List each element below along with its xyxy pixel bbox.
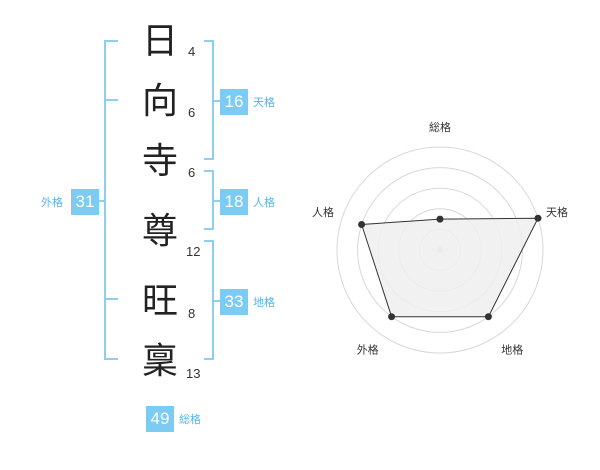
stroke-count: 6: [188, 165, 196, 180]
chikaku-value: 33: [220, 289, 248, 315]
name-char: 日: [141, 21, 178, 62]
tenkaku-label: 天格: [253, 96, 275, 109]
jinkaku-value: 18: [220, 189, 248, 215]
gaikaku-label: 外格: [41, 196, 63, 209]
bracket-tick: [104, 40, 118, 42]
radar-axis-label: 地格: [501, 343, 523, 357]
gaikaku-value: 31: [71, 189, 99, 215]
radar-grid-ring: [336, 146, 544, 354]
bracket-tick: [104, 298, 118, 300]
tenkaku-value: 16: [220, 89, 248, 115]
bracket-tick: [204, 40, 214, 42]
chikaku-label: 地格: [253, 296, 275, 309]
bracket-tick: [104, 358, 118, 360]
bracket-tick: [204, 158, 214, 160]
bracket-tick: [204, 170, 214, 172]
bracket-connector: [212, 300, 222, 302]
radar-points: [358, 214, 542, 321]
soukaku-label: 総格: [179, 413, 201, 426]
bracket-tick: [104, 99, 118, 101]
radar-axis-label: 外格: [357, 343, 379, 357]
stroke-count: 4: [188, 44, 196, 59]
radar-point-3: [388, 313, 396, 321]
bracket-tick: [204, 358, 214, 360]
bracket-tick: [204, 240, 214, 242]
radar-point-2: [484, 313, 492, 321]
soukaku-value: 49: [146, 406, 174, 432]
stroke-count: 6: [188, 105, 196, 120]
radar-axis-label: 総格: [429, 120, 451, 134]
name-char: 尊: [141, 211, 178, 252]
name-char: 向: [141, 81, 178, 122]
stroke-count: 13: [186, 366, 201, 381]
name-char: 旺: [141, 281, 178, 322]
bracket-connector: [98, 200, 106, 202]
name-char: 寺: [141, 141, 178, 182]
stroke-count: 12: [186, 244, 201, 259]
radar-point-0: [436, 215, 444, 223]
jinkaku-label: 人格: [253, 196, 275, 209]
radar-axis-label: 天格: [546, 205, 568, 219]
bracket-tick: [204, 228, 214, 230]
radar-point-4: [358, 221, 366, 228]
bracket-connector: [212, 100, 222, 102]
radar-polygon: [360, 217, 539, 318]
name-char: 稟: [141, 341, 178, 382]
stroke-count: 8: [188, 306, 196, 321]
radar-point-1: [534, 214, 542, 222]
bracket-connector: [212, 200, 222, 202]
radar-axis-label: 人格: [312, 205, 334, 219]
